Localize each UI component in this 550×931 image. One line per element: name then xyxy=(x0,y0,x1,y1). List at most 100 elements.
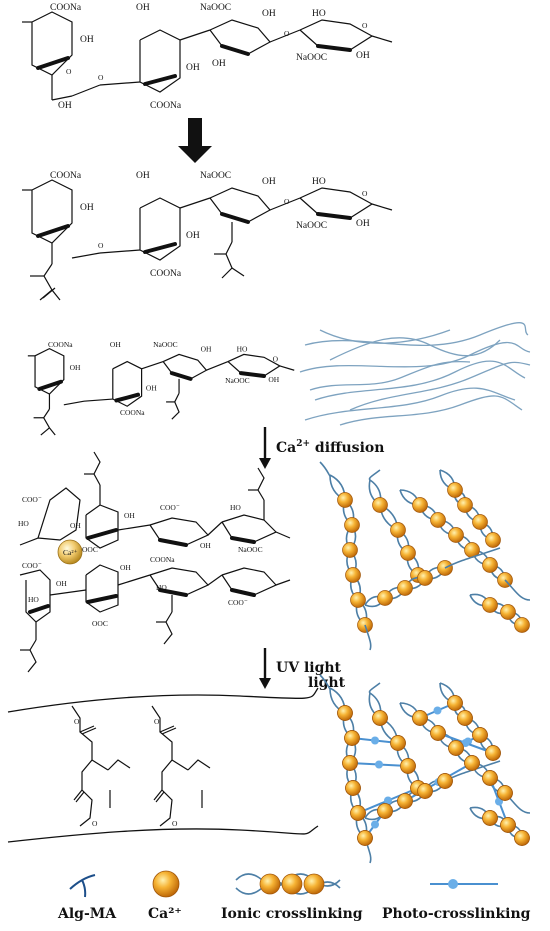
ca-ion xyxy=(372,497,388,513)
alginate-chain xyxy=(368,469,381,481)
ca-ion xyxy=(430,512,446,528)
atom-label: O xyxy=(66,67,72,76)
ooc-label: OOC xyxy=(82,545,98,554)
legend-photo-crosslinking: Photo-crosslinking xyxy=(382,879,531,922)
ca-ion xyxy=(485,532,501,548)
ca-ion xyxy=(350,805,366,821)
ca-ion xyxy=(397,580,413,596)
polymer-fiber xyxy=(339,395,523,426)
ca-ion xyxy=(417,570,433,586)
coo-label: COO⁻ xyxy=(22,495,42,504)
photo-crosslink-node xyxy=(461,739,470,747)
ca-diffusion-label: Ca2+ diffusion xyxy=(276,439,384,456)
ca-ion xyxy=(344,517,360,533)
ca-ion xyxy=(457,497,473,513)
ca-ion xyxy=(259,873,281,895)
atom-label: O xyxy=(284,197,290,206)
ionic-crosslink-network xyxy=(319,461,531,651)
atom-label: OH xyxy=(136,171,150,181)
coona-label: COONa xyxy=(150,101,182,111)
atom-label: OH xyxy=(212,59,226,69)
naooc-label: NaOOC xyxy=(200,171,231,181)
alginate-chain xyxy=(319,461,331,477)
ca-ion xyxy=(457,710,473,726)
alginate-chain xyxy=(469,593,523,626)
coona-label: COONa xyxy=(48,340,73,349)
legend-alg-ma: Alg-MA xyxy=(57,874,117,922)
ca-ion xyxy=(397,793,413,809)
coona-label: COONa xyxy=(50,171,82,181)
ca-ion xyxy=(472,514,488,530)
atom-label: O xyxy=(362,21,368,30)
ca-ion xyxy=(344,730,360,746)
coona-label: COONa xyxy=(150,269,182,279)
atom-label: HO xyxy=(237,345,248,354)
polymer-fibers xyxy=(299,322,531,426)
ca-ion xyxy=(482,810,498,826)
polymer-fiber xyxy=(304,322,529,346)
atom-label: OH xyxy=(124,511,135,520)
atom-label: OH xyxy=(268,375,279,384)
atom-label: OH xyxy=(356,219,370,229)
ca-ion xyxy=(497,785,513,801)
ca-ion xyxy=(372,710,388,726)
ca-ion xyxy=(437,773,453,789)
atom-label: O xyxy=(172,819,178,828)
ca-ion xyxy=(412,710,428,726)
ca-ion xyxy=(342,755,358,771)
atom-label: OH xyxy=(58,101,72,111)
atom-label: O xyxy=(98,241,104,250)
ca-ion xyxy=(400,758,416,774)
ca-ion xyxy=(345,780,361,796)
ca-ion xyxy=(447,482,463,498)
naooc-label: NaOOC xyxy=(153,340,178,349)
ca-ion xyxy=(430,725,446,741)
atom-label: O xyxy=(362,189,368,198)
ca-ion xyxy=(377,590,393,606)
atom-label: OH xyxy=(80,35,94,45)
naooc-label: NaOOC xyxy=(296,53,327,63)
polymer-backbone-bottom xyxy=(7,825,319,843)
atom-label: OH xyxy=(56,579,67,588)
photo-crosslink-node xyxy=(371,736,379,745)
ca-ion xyxy=(482,770,498,786)
atom-label: OH xyxy=(80,203,94,213)
ooc-label: OOC xyxy=(92,619,108,628)
atom-label: HO xyxy=(312,177,326,187)
ca-ion xyxy=(337,705,353,721)
ca-ion xyxy=(464,755,480,771)
atom-label: OH xyxy=(262,9,276,19)
atom-label: O xyxy=(98,73,104,82)
ca-diffusion-step: Ca2+ diffusion xyxy=(259,427,384,469)
svg-text:Ca²⁺: Ca²⁺ xyxy=(63,548,78,557)
atom-label: OH xyxy=(200,541,211,550)
ca-ion xyxy=(390,522,406,538)
ca-ion xyxy=(342,542,358,558)
svg-text:Ionic crosslinking: Ionic crosslinking xyxy=(221,906,363,922)
coo-label: COO⁻ xyxy=(228,598,248,607)
naooc-label: NaOOC xyxy=(296,221,327,231)
legend-ca: Ca²⁺ xyxy=(148,870,182,922)
alginate-chain xyxy=(504,579,531,601)
ca-ion xyxy=(377,803,393,819)
ca-ion xyxy=(357,830,373,846)
alginate-chain xyxy=(469,807,523,839)
alginate-chain xyxy=(469,594,523,626)
alginate-chain xyxy=(368,682,381,694)
alginate-chain xyxy=(444,547,501,569)
atom-label: O xyxy=(92,819,98,828)
ca-ion xyxy=(472,727,488,743)
ca-ion xyxy=(400,545,416,561)
naooc-label: NaOOC xyxy=(238,545,263,554)
coona-label: COONa xyxy=(50,3,82,13)
dual-crosslink-network xyxy=(319,674,531,864)
ca-ion xyxy=(303,873,325,895)
photo-crosslink-node xyxy=(375,760,383,769)
uv-light-label: UV light xyxy=(276,660,342,676)
polymer-fiber xyxy=(329,337,501,361)
atom-label: OH xyxy=(70,521,81,530)
svg-text:Ca²⁺: Ca²⁺ xyxy=(148,906,182,922)
ca-ion xyxy=(412,497,428,513)
ca-ion xyxy=(482,557,498,573)
